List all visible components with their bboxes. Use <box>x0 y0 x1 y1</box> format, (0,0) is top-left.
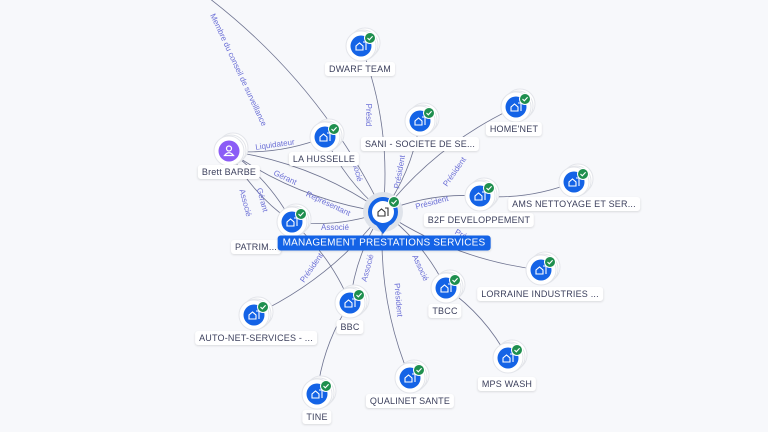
edge-label: Président <box>298 251 325 284</box>
edge-label: Associé <box>321 223 350 232</box>
verified-check-icon <box>423 107 435 119</box>
node-tine[interactable] <box>301 375 337 410</box>
node-label-dwarf[interactable]: DWARF TEAM <box>325 62 395 76</box>
verified-check-icon <box>295 208 307 220</box>
edge-label: Gérant <box>272 168 299 187</box>
verified-check-icon <box>353 289 365 301</box>
verified-check-icon <box>328 123 340 135</box>
nodes-layer <box>213 27 594 410</box>
edge-label: Président <box>414 194 450 212</box>
node-husselle[interactable] <box>309 118 345 153</box>
edge-label: Associé <box>237 188 253 218</box>
node-brett[interactable] <box>213 132 249 167</box>
node-label-tbcc[interactable]: TBCC <box>428 304 462 318</box>
verified-check-icon <box>483 182 495 194</box>
node-label-mpswash[interactable]: MPS WASH <box>477 377 537 391</box>
node-b2f[interactable] <box>464 177 500 212</box>
edge <box>210 0 384 213</box>
edge <box>382 106 517 213</box>
edge-label: Président <box>441 155 468 188</box>
pin-inner <box>372 201 394 223</box>
node-ams[interactable] <box>558 163 594 198</box>
verified-check-icon <box>449 274 461 286</box>
node-dwarf[interactable] <box>345 27 381 62</box>
node-label-autonet[interactable]: AUTO-NET-SERVICES - ... <box>195 331 317 345</box>
node-label-brett[interactable]: Brett BARBE <box>197 165 261 179</box>
node-label-lorraine[interactable]: LORRAINE INDUSTRIES ... <box>477 287 603 301</box>
node-label-mps[interactable]: MANAGEMENT PRESTATIONS SERVICES <box>277 235 491 251</box>
node-label-husselle[interactable]: LA HUSSELLE <box>288 152 360 166</box>
verified-check-icon <box>364 32 376 44</box>
edge-label: Président <box>392 154 407 190</box>
node-autonet[interactable] <box>238 296 274 331</box>
node-qualinet[interactable] <box>394 359 430 394</box>
edge-label: Membre du conseil de surveillance <box>208 12 268 128</box>
node-label-ams[interactable]: AMS NETTOYAGE ET SER... <box>508 197 640 211</box>
person-icon <box>223 145 235 157</box>
verified-check-icon <box>519 93 531 105</box>
building-icon <box>377 207 389 217</box>
edge-label: Associé <box>360 253 376 283</box>
verified-check-icon <box>320 380 332 392</box>
verified-check-icon <box>544 256 556 268</box>
node-label-qualinet[interactable]: QUALINET SANTE <box>365 394 455 408</box>
node-label-homenet[interactable]: HOME'NET <box>485 122 543 136</box>
verified-check-icon <box>577 168 589 180</box>
edge-label: Président <box>392 283 404 318</box>
verified-check-icon <box>511 344 523 356</box>
edge-label: Gérant <box>255 187 270 214</box>
edge-label: Liquidateur <box>255 137 296 151</box>
node-label-patrim[interactable]: PATRIM... <box>231 240 281 254</box>
node-label-sani[interactable]: SANI - SOCIETE DE SE... <box>360 137 480 151</box>
verified-check-icon <box>413 364 425 376</box>
verified-check-icon <box>388 196 400 208</box>
verified-check-icon <box>257 301 269 313</box>
node-mpswash[interactable] <box>492 339 528 374</box>
node-tbcc[interactable] <box>430 269 466 304</box>
node-lorraine[interactable] <box>525 251 561 286</box>
node-sani[interactable] <box>404 102 440 137</box>
edge-label: Présid <box>364 104 373 127</box>
node-bbc[interactable] <box>334 284 370 319</box>
node-label-b2f[interactable]: B2F DEVELOPPEMENT <box>423 213 535 227</box>
node-label-bbc[interactable]: BBC <box>336 320 364 334</box>
edge-label: Représentant <box>304 189 352 218</box>
node-patrim[interactable] <box>276 203 312 238</box>
node-homenet[interactable] <box>500 88 536 123</box>
node-label-tine[interactable]: TINE <box>302 410 332 424</box>
node-mps[interactable] <box>363 192 403 234</box>
